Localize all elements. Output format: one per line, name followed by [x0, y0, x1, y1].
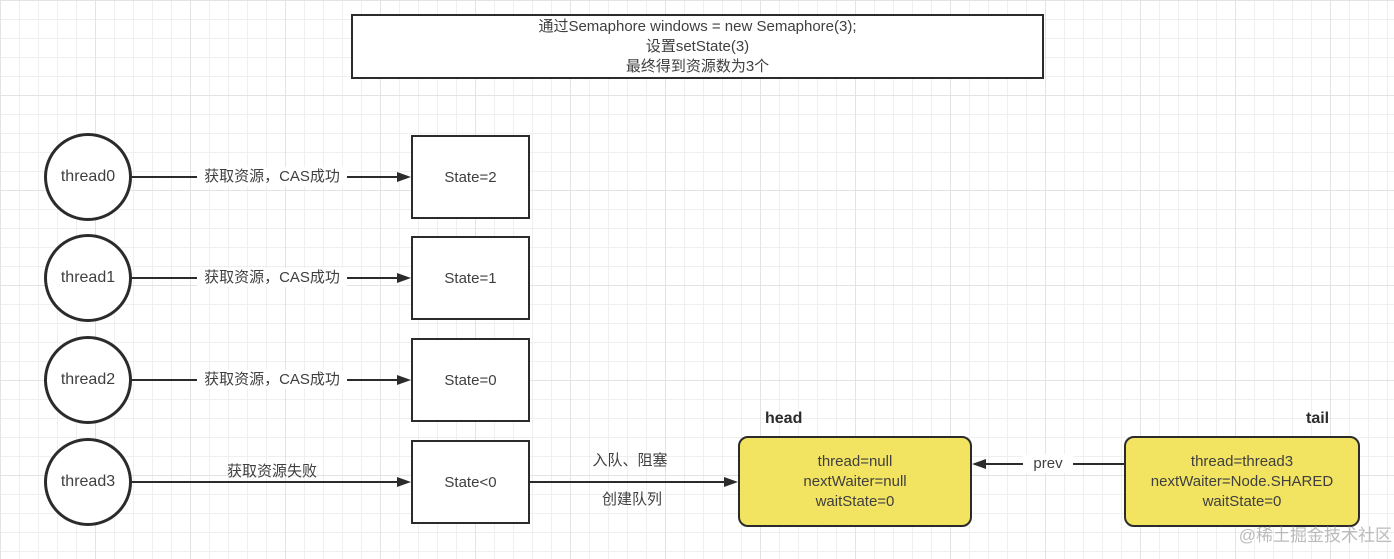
state-label-row2: State=0: [444, 371, 497, 389]
arrow-label-row0: 获取资源，CAS成功: [197, 167, 347, 186]
state-box-row2: State=0: [411, 338, 530, 422]
state-box-row1: State=1: [411, 236, 530, 320]
enqueue-label-bottom: 创建队列: [601, 491, 662, 508]
arrow-label-row3: 获取资源失败: [226, 463, 317, 480]
arrowhead-icon: [397, 477, 411, 487]
tail-node-title: tail: [1306, 410, 1330, 427]
thread2-label: thread2: [60, 371, 116, 388]
arrowhead-icon: [972, 459, 986, 469]
arrow-line-row3: [131, 481, 397, 483]
arrowhead-icon: [724, 477, 738, 487]
state-label-row0: State=2: [444, 168, 497, 186]
tail-line-3: waitState=0: [1202, 492, 1282, 510]
state-label-row3: State<0: [444, 473, 497, 491]
arrowhead-icon: [397, 172, 411, 182]
title-line-3: 最终得到资源数为3个: [625, 57, 770, 75]
enqueue-arrow-line: [530, 481, 724, 483]
thread1-node: thread1: [44, 234, 132, 322]
thread3-node: thread3: [44, 438, 132, 526]
state-box-row3: State<0: [411, 440, 530, 524]
state-box-row0: State=2: [411, 135, 530, 219]
thread2-node: thread2: [44, 336, 132, 424]
thread0-label: thread0: [60, 168, 116, 185]
enqueue-label-top: 入队、阻塞: [592, 452, 668, 469]
arrow-label-row1: 获取资源，CAS成功: [197, 268, 347, 287]
title-box: 通过Semaphore windows = new Semaphore(3); …: [351, 14, 1044, 79]
head-node: thread=null nextWaiter=null waitState=0: [738, 436, 972, 527]
head-node-title: head: [765, 410, 803, 427]
head-line-3: waitState=0: [815, 492, 895, 510]
thread0-node: thread0: [44, 133, 132, 221]
state-label-row1: State=1: [444, 269, 497, 287]
title-line-2: 设置setState(3): [645, 37, 750, 55]
tail-line-1: thread=thread3: [1190, 452, 1294, 470]
arrowhead-icon: [397, 375, 411, 385]
tail-node: thread=thread3 nextWaiter=Node.SHARED wa…: [1124, 436, 1360, 527]
head-line-2: nextWaiter=null: [803, 472, 907, 490]
arrow-label-row2: 获取资源，CAS成功: [197, 370, 347, 389]
arrowhead-icon: [397, 273, 411, 283]
prev-label: prev: [1023, 454, 1073, 473]
thread1-label: thread1: [60, 269, 116, 286]
tail-line-2: nextWaiter=Node.SHARED: [1150, 472, 1334, 490]
title-line-1: 通过Semaphore windows = new Semaphore(3);: [538, 17, 857, 35]
head-line-1: thread=null: [817, 452, 893, 470]
watermark: @稀土掘金技术社区: [1238, 526, 1392, 545]
thread3-label: thread3: [60, 473, 116, 490]
